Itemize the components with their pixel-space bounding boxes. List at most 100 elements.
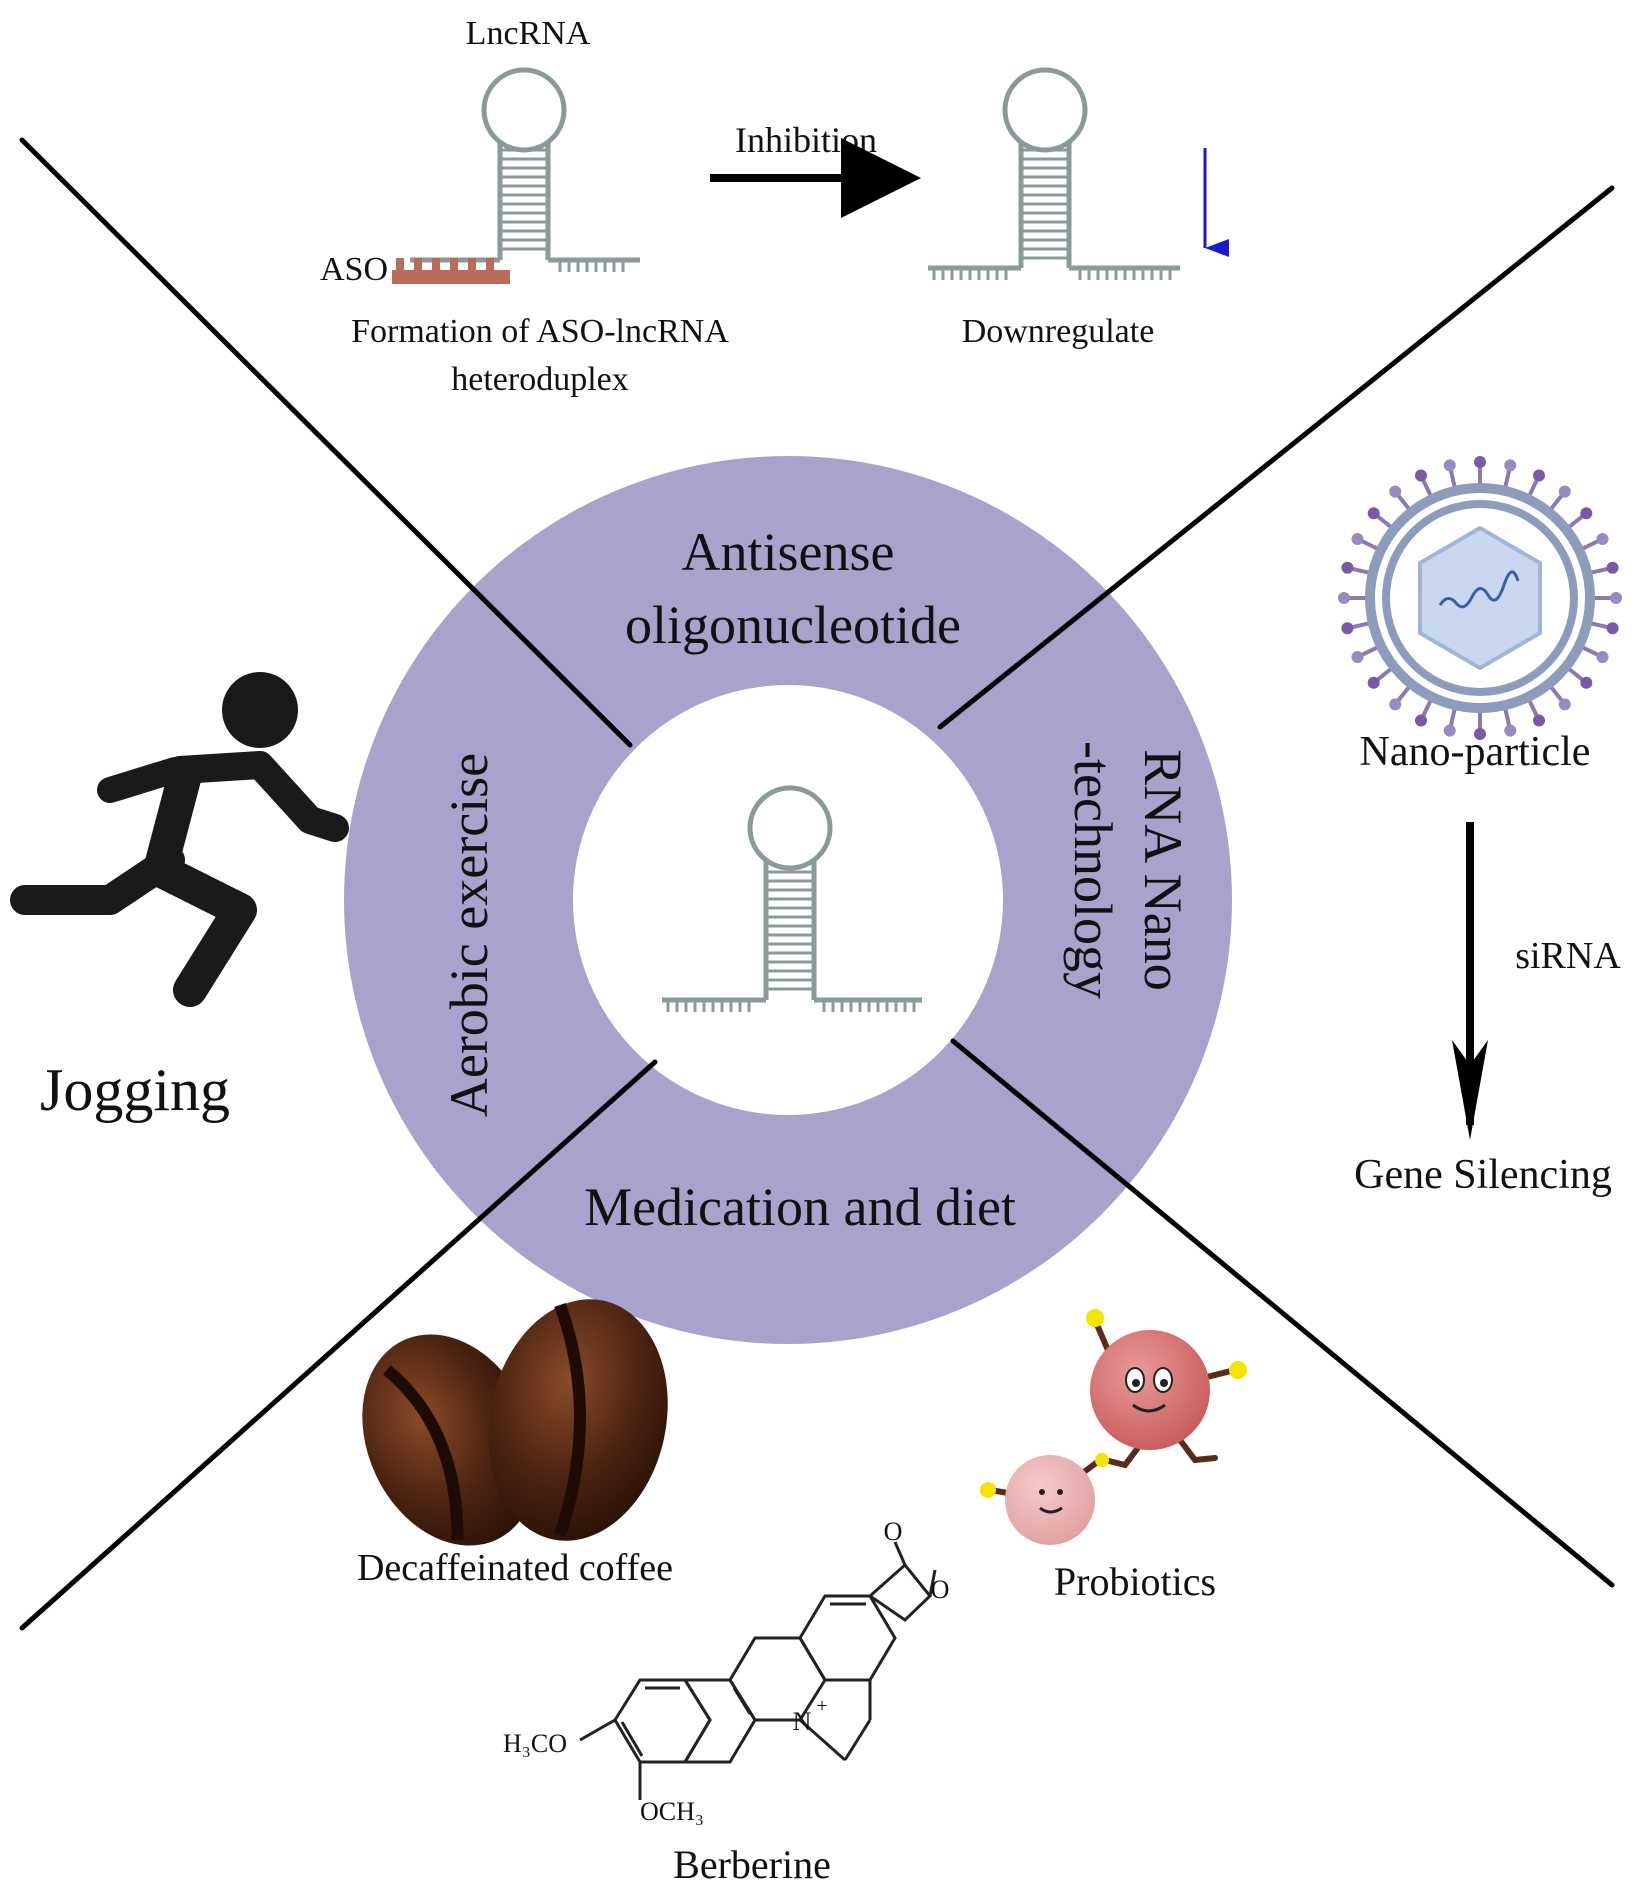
nanoparticle-spike-tip xyxy=(1443,459,1456,472)
berberine-o2: O xyxy=(931,1575,950,1604)
formation-label-line1: Formation of ASO-lncRNA xyxy=(351,313,729,350)
sirna-label: siRNA xyxy=(1515,935,1621,977)
nanoparticle-spike xyxy=(1420,698,1434,718)
nanoparticle-spike-tip xyxy=(1414,714,1427,727)
aso-base xyxy=(432,258,440,272)
nanoparticle-spike xyxy=(1420,478,1434,498)
nanoparticle-spike-tip xyxy=(1389,698,1402,711)
divider-line-top-right xyxy=(937,185,1615,730)
divider-line-bottom-left xyxy=(19,1059,658,1631)
quadrant-divider-lines xyxy=(19,137,1615,1631)
label-antisense: Antisense xyxy=(682,522,895,582)
nanoparticle-spike xyxy=(1588,620,1610,630)
downregulated-hairpin-icon xyxy=(928,67,1180,280)
nanoparticle-spike-tip xyxy=(1558,485,1571,498)
nanoparticle-spike xyxy=(1526,478,1540,498)
nanoparticle-spike-tip xyxy=(1504,459,1517,472)
aso-base xyxy=(486,258,494,272)
nanoparticle-spike xyxy=(1448,468,1458,490)
nanoparticle-label: Nano-particle xyxy=(1360,729,1591,775)
nanoparticle-spike xyxy=(1548,493,1564,512)
aso-strand-icon xyxy=(392,258,510,284)
berberine-n: N xyxy=(793,1707,812,1736)
nanoparticle-spike-tip xyxy=(1606,622,1619,635)
nanoparticle-spike-tip xyxy=(1558,698,1571,711)
nanoparticle-spike xyxy=(1526,698,1540,718)
nanoparticle-spike xyxy=(1580,538,1600,552)
berberine-label: Berberine xyxy=(673,1842,831,1887)
nanoparticle-spike-tip xyxy=(1580,676,1593,689)
nanoparticle-spike-tip xyxy=(1580,507,1593,520)
nanoparticle-spike-tip xyxy=(1474,456,1486,468)
jogging-label: Jogging xyxy=(40,1057,230,1123)
nanoparticle-spike xyxy=(1360,538,1380,552)
nanoparticle-spike-tip xyxy=(1596,532,1609,545)
runner-icon xyxy=(10,672,349,1007)
exercise-panel: Jogging xyxy=(10,672,349,1123)
label-rna-nano: RNA Nano xyxy=(1133,749,1193,991)
probiotics-icon xyxy=(980,1309,1247,1545)
coffee-label: Decaffeinated coffee xyxy=(357,1547,673,1589)
aso-base xyxy=(468,258,476,272)
lncrna-hairpin-icon xyxy=(410,67,640,272)
nanoparticle-spike-tip xyxy=(1341,622,1354,635)
central-hairpin-icon xyxy=(662,785,922,1012)
nanoparticle-spike-tip xyxy=(1474,728,1486,740)
berberine-och3: OCH₃ xyxy=(640,1797,704,1826)
berberine-h3co: H₃CO xyxy=(503,1729,567,1758)
nanoparticle-spike xyxy=(1580,644,1600,658)
nanoparticle-spike xyxy=(1566,666,1585,682)
nanoparticle-spike-tip xyxy=(1533,469,1546,482)
ring-labels: Antisense oligonucleotide Medication and… xyxy=(439,522,1193,1237)
nanoparticle-spike xyxy=(1502,706,1512,728)
aso-base xyxy=(414,258,422,272)
nanoparticle-spike-tip xyxy=(1389,485,1402,498)
nanoparticle-spike xyxy=(1396,684,1412,703)
nanoparticle-spike-tip xyxy=(1367,676,1380,689)
nanoparticle-spike xyxy=(1350,620,1372,630)
nanoparticle-spike-tip xyxy=(1533,714,1546,727)
nanoparticle-spike xyxy=(1350,566,1372,576)
nanoparticle-spike-tip xyxy=(1367,507,1380,520)
label-aerobic-exercise: Aerobic exercise xyxy=(439,753,499,1117)
nanoparticle-spike-tip xyxy=(1351,532,1364,545)
aso-panel: LncRNA ASO Inhibition Formation of ASO-l… xyxy=(320,15,1229,398)
aso-label: ASO xyxy=(320,251,388,288)
diet-panel: Decaffeinated coffee xyxy=(357,1299,1247,1887)
aso-base xyxy=(396,258,404,272)
label-medication-diet: Medication and diet xyxy=(584,1177,1016,1237)
coffee-beans-icon xyxy=(362,1299,668,1546)
nanoparticle-spike xyxy=(1375,514,1394,530)
nanoparticle-spike-tip xyxy=(1414,469,1427,482)
label-oligonucleotide: oligonucleotide xyxy=(625,595,961,655)
nanoparticle-spike xyxy=(1548,684,1564,703)
divider-line-top-left xyxy=(19,137,633,748)
nanoparticle-spike-tip xyxy=(1610,592,1622,604)
nanoparticle-spike xyxy=(1588,566,1610,576)
sirna-arrowhead xyxy=(1452,1040,1488,1140)
nanoparticle-spike-tip xyxy=(1443,724,1456,737)
nanoparticle-spike-tip xyxy=(1606,561,1619,574)
aso-base xyxy=(450,258,458,272)
formation-label-line2: heteroduplex xyxy=(451,361,629,398)
nano-panel: Nano-particle siRNA Gene Silencing xyxy=(1338,456,1622,1198)
nanoparticle-spike xyxy=(1375,666,1394,682)
nanoparticle-spike xyxy=(1360,644,1380,658)
label-technology: -technology xyxy=(1063,741,1123,999)
divider-line-bottom-right xyxy=(950,1038,1615,1588)
nanoparticle-icon xyxy=(1338,456,1622,740)
downregulate-label: Downregulate xyxy=(962,313,1155,350)
lncrna-label: LncRNA xyxy=(466,15,591,52)
berberine-structure-icon xyxy=(579,1541,937,1800)
nanoparticle-spike-tip xyxy=(1504,724,1517,737)
probiotics-label: Probiotics xyxy=(1054,1559,1216,1604)
nanoparticle-spike xyxy=(1566,514,1585,530)
nanoparticle-spike xyxy=(1448,706,1458,728)
inhibition-label: Inhibition xyxy=(735,120,877,160)
nanoparticle-spike-tip xyxy=(1351,651,1364,664)
gene-silencing-label: Gene Silencing xyxy=(1354,1152,1612,1198)
nanoparticle-spike-tip xyxy=(1596,651,1609,664)
berberine-plus: + xyxy=(816,1695,827,1717)
